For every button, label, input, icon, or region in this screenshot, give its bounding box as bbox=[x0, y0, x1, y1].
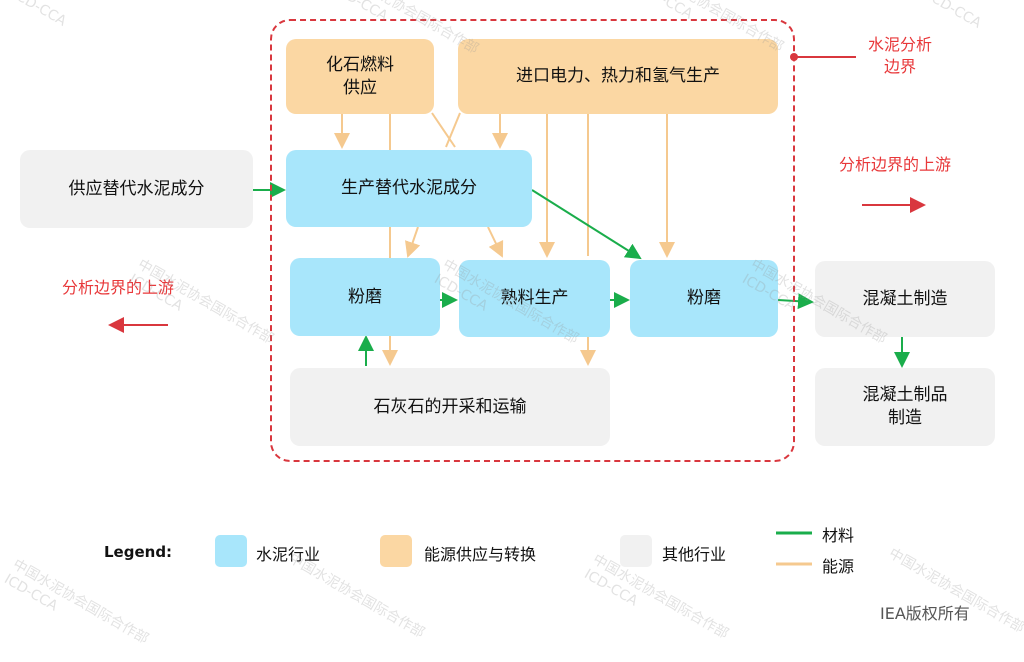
legend-other-swatch bbox=[620, 535, 652, 567]
legend-energy-label: 能源供应与转换 bbox=[424, 545, 537, 564]
limestone-quarrying-transport-box: 石灰石的开采和运输 bbox=[290, 368, 610, 446]
upstream-label-left: 分析边界的上游 bbox=[62, 278, 175, 297]
upstream-label-right: 分析边界的上游 bbox=[838, 155, 951, 174]
grinding-box-left: 粉磨 bbox=[290, 258, 440, 336]
concrete-manufacturing-box: 混凝土制造 bbox=[815, 261, 995, 337]
grinding-box-right: 粉磨 bbox=[630, 260, 778, 337]
fossil-fuel-supply-box: 化石燃料 供应 bbox=[286, 39, 434, 114]
legend-energy-swatch bbox=[380, 535, 412, 567]
import-energy-production-box: 进口电力、热力和氢气生产 bbox=[458, 39, 778, 114]
cement-analysis-boundary bbox=[270, 19, 795, 462]
supply-alternative-cement-constituents-box: 供应替代水泥成分 bbox=[20, 150, 253, 228]
legend-cement-swatch bbox=[215, 535, 247, 567]
concrete-products-manufacturing-box: 混凝土制品 制造 bbox=[815, 368, 995, 446]
copyright-text: IEA版权所有 bbox=[880, 604, 970, 623]
legend-energy-line-label: 能源 bbox=[822, 557, 855, 576]
clinker-production-box: 熟料生产 bbox=[459, 260, 610, 337]
legend-title: Legend: bbox=[104, 543, 173, 561]
cement-boundary-label: 水泥分析 边界 bbox=[867, 35, 932, 77]
legend-material-label: 材料 bbox=[822, 526, 855, 545]
legend-other-label: 其他行业 bbox=[662, 545, 727, 564]
legend-cement-label: 水泥行业 bbox=[256, 545, 321, 564]
produce-alternative-cement-constituents-box: 生产替代水泥成分 bbox=[286, 150, 532, 227]
